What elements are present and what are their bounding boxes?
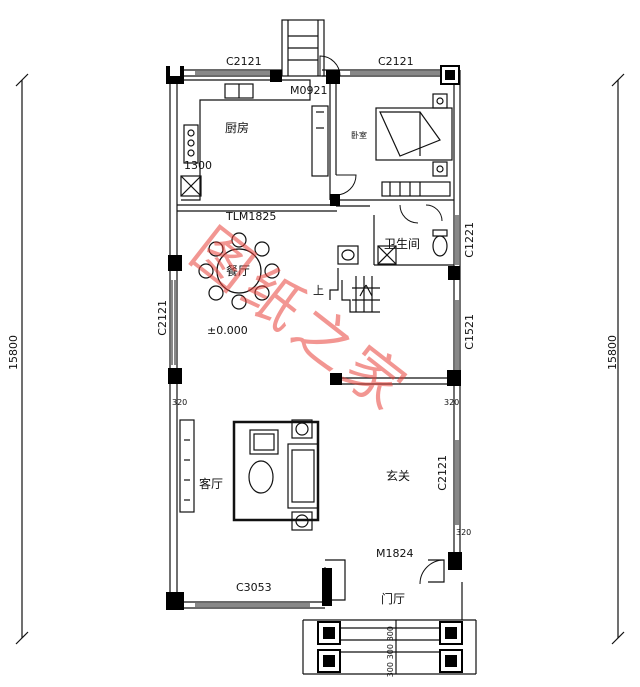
kitchen-width-label: 1300 <box>184 159 212 172</box>
dining-table <box>198 232 280 310</box>
left-dimension-line <box>15 73 29 645</box>
porch-dimension-2: 300 <box>386 644 395 660</box>
room-label-dining: 餐厅 <box>226 264 251 278</box>
right-dimension-line <box>611 73 625 645</box>
wall-thickness-right-low: 320 <box>456 528 472 537</box>
porch-dimension-3: 300 <box>386 662 395 678</box>
room-label-entry: 门厅 <box>381 592 406 606</box>
structural-columns <box>166 65 463 673</box>
wall-thickness-right-mid: 320 <box>444 398 460 407</box>
entry-door-label: M1824 <box>376 547 414 560</box>
kitchen-door-label: M0921 <box>290 84 328 97</box>
room-label-bedroom: 卧室 <box>351 131 367 140</box>
wall-thickness-left: 320 <box>172 398 188 407</box>
left-window-label: C2121 <box>156 300 169 336</box>
right-window-lower-label: C2121 <box>436 455 449 491</box>
room-label-kitchen: 厨房 <box>225 121 250 135</box>
rear-exit-steps <box>281 19 325 77</box>
staircase <box>329 268 380 313</box>
top-right-window-label: C2121 <box>378 55 414 68</box>
window-marks <box>171 71 459 607</box>
double-bed <box>375 93 453 197</box>
top-left-window-label: C2121 <box>226 55 262 68</box>
right-total-dimension: 15800 <box>606 335 619 370</box>
stair-up-label: 上 <box>313 284 324 297</box>
interior-walls <box>177 76 454 385</box>
right-window-upper-label: C1221 <box>463 222 476 258</box>
left-total-dimension: 15800 <box>7 335 20 370</box>
bathroom-fixtures <box>337 229 448 265</box>
tv-cabinet <box>179 419 195 513</box>
kitchen-counter <box>180 79 329 201</box>
porch-dimension-1: 300 <box>386 626 395 642</box>
right-window-middle-label: C1521 <box>463 314 476 350</box>
entrance-porch <box>302 559 477 675</box>
room-label-living: 客厅 <box>199 477 224 491</box>
room-label-foyer: 玄关 <box>386 469 411 483</box>
sliding-door-label: TLM1825 <box>226 210 277 223</box>
floor-level-label: ±0.000 <box>207 324 248 337</box>
bottom-window-label: C3053 <box>236 581 272 594</box>
living-room-rug-and-sofa <box>232 419 320 531</box>
room-label-bathroom: 卫生间 <box>384 237 421 251</box>
outer-walls <box>169 69 461 609</box>
